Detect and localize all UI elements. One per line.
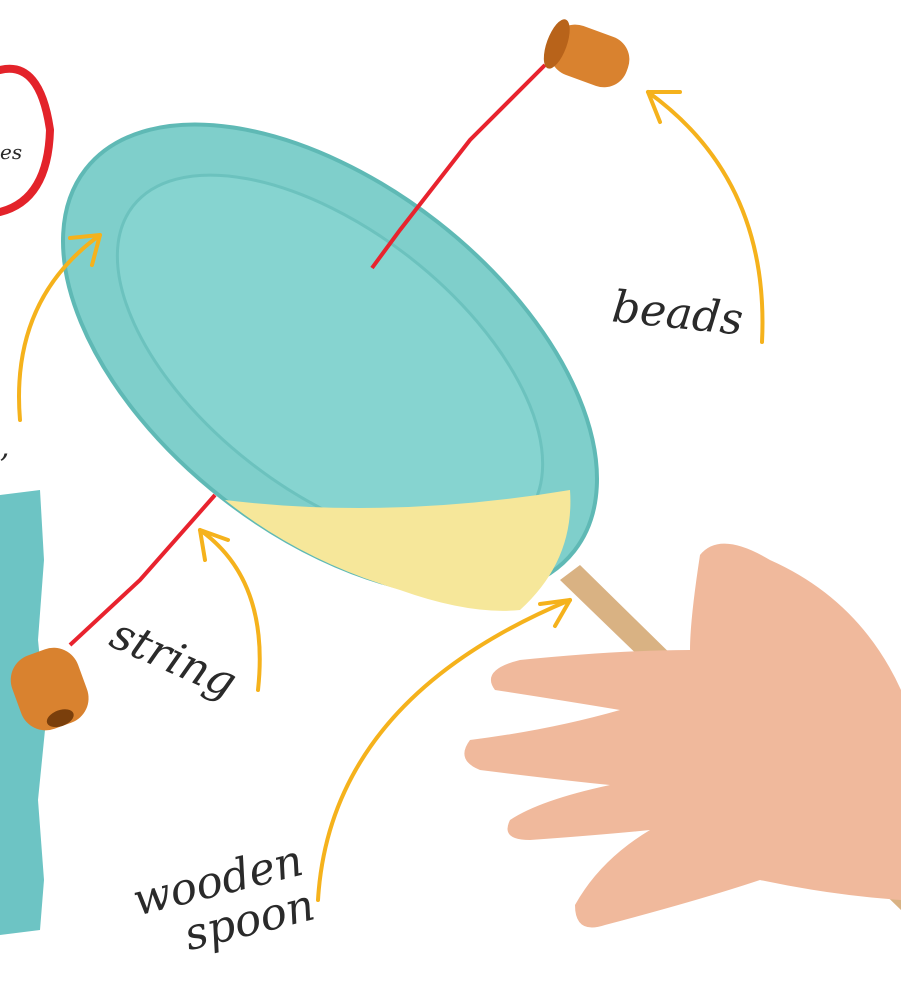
bead-icon — [538, 16, 636, 94]
beads-label: beads — [610, 285, 745, 342]
hand-icon — [464, 544, 901, 928]
edge-text-fragment: , — [0, 430, 10, 465]
plate-yellow-section — [225, 490, 570, 611]
circle-text-fragment: es — [0, 140, 22, 164]
